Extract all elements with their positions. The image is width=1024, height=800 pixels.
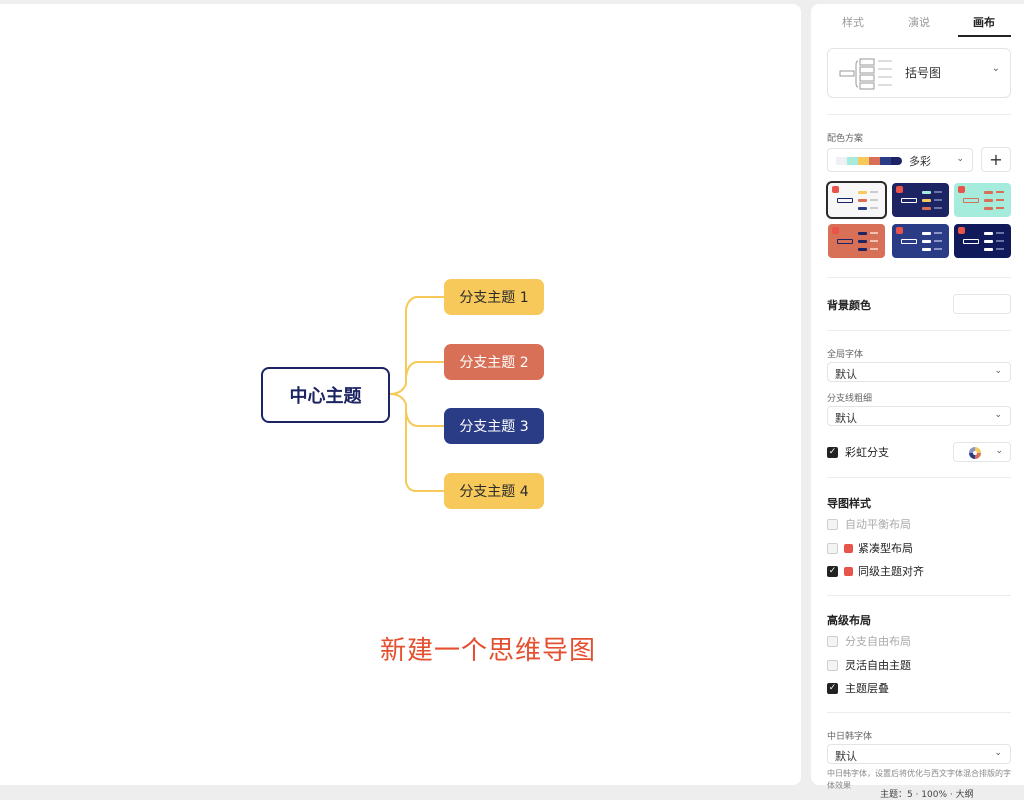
background-color-picker[interactable] — [953, 294, 1011, 314]
color-scheme-value: 多彩 — [909, 155, 931, 168]
bracket-map-icon — [839, 58, 892, 90]
chevron-down-icon: ⌄ — [994, 366, 1002, 376]
tab-style[interactable]: 样式 — [842, 16, 864, 29]
mindmap-canvas[interactable]: 中心主题 分支主题 1 分支主题 2 分支主题 3 分支主题 4 新建一个思维导… — [0, 4, 801, 785]
panel-tabs: 样式 演说 画布 — [811, 4, 1024, 40]
global-font-select[interactable]: 默认 ⌄ — [827, 362, 1011, 382]
theme-thumbnail-6[interactable] — [954, 224, 1011, 258]
flexible-free-topic-label: 灵活自由主题 — [845, 659, 911, 672]
lock-icon — [844, 566, 853, 576]
theme-thumbnail-4[interactable] — [828, 224, 885, 258]
global-font-value: 默认 — [835, 368, 857, 381]
branch-line-width-select[interactable]: 默认 ⌄ — [827, 406, 1011, 426]
checkbox-checked-icon[interactable]: ✓ — [827, 682, 838, 694]
add-scheme-button[interactable]: + — [981, 147, 1011, 172]
advanced-layout-title: 高级布局 — [827, 614, 871, 627]
divider — [827, 477, 1011, 478]
align-siblings-label: 同级主题对齐 — [858, 565, 924, 578]
align-siblings-checkbox[interactable]: ✓ 同级主题对齐 — [827, 563, 924, 579]
divider — [827, 330, 1011, 331]
rainbow-branch-checkbox[interactable]: ✓ 彩虹分支 — [827, 444, 889, 460]
rainbow-branch-select[interactable]: ⌄ — [953, 442, 1011, 462]
topic-overlap-label: 主题层叠 — [845, 682, 889, 695]
chevron-down-icon: ⌄ — [991, 63, 1000, 74]
center-topic[interactable]: 中心主题 — [261, 367, 390, 423]
divider — [827, 595, 1011, 596]
free-branch-layout-checkbox[interactable]: 分支自由布局 — [827, 633, 911, 649]
active-tab-indicator — [958, 35, 1011, 37]
compact-layout-checkbox[interactable]: 紧凑型布局 — [827, 540, 913, 556]
global-font-title: 全局字体 — [827, 350, 864, 360]
divider — [827, 277, 1011, 278]
auto-balance-label: 自动平衡布局 — [845, 518, 911, 531]
theme-thumbnail-3[interactable] — [954, 183, 1011, 217]
chevron-down-icon: ⌄ — [995, 446, 1003, 456]
divider — [827, 712, 1011, 713]
checkbox-icon[interactable] — [827, 659, 838, 671]
structure-label: 括号图 — [905, 66, 942, 80]
theme-thumbnail-2[interactable] — [892, 183, 949, 217]
canvas-caption: 新建一个思维导图 — [380, 636, 597, 666]
color-scheme-title: 配色方案 — [827, 134, 864, 144]
branch-line-width-value: 默认 — [835, 412, 857, 425]
background-color-label: 背景颜色 — [827, 299, 871, 312]
branch-topic-3[interactable]: 分支主题 3 — [444, 408, 544, 444]
branch-topic-2[interactable]: 分支主题 2 — [444, 344, 544, 380]
tab-presentation[interactable]: 演说 — [908, 16, 930, 29]
branch-line-width-title: 分支线粗细 — [827, 394, 873, 404]
chevron-down-icon: ⌄ — [994, 410, 1002, 420]
rainbow-branch-label: 彩虹分支 — [845, 446, 889, 459]
branch-topic-4[interactable]: 分支主题 4 — [444, 473, 544, 509]
theme-thumbnail-1[interactable] — [826, 181, 887, 219]
topic-overlap-checkbox[interactable]: ✓ 主题层叠 — [827, 680, 889, 696]
branch-topic-1[interactable]: 分支主题 1 — [444, 279, 544, 315]
checkbox-icon[interactable] — [827, 635, 838, 647]
cjk-font-title: 中日韩字体 — [827, 732, 873, 742]
compact-layout-label: 紧凑型布局 — [858, 542, 913, 555]
format-panel: 样式 演说 画布 括号图 ⌄ 配色方案 多彩 — [811, 4, 1024, 790]
checkbox-icon[interactable] — [827, 542, 838, 554]
cjk-font-value: 默认 — [835, 750, 857, 763]
branch-connector — [389, 296, 444, 492]
chevron-down-icon: ⌄ — [994, 748, 1002, 758]
checkbox-checked-icon[interactable]: ✓ — [827, 565, 838, 577]
cjk-font-select[interactable]: 默认 ⌄ — [827, 744, 1011, 764]
rainbow-palette-icon — [969, 447, 981, 459]
divider — [827, 114, 1011, 115]
checkbox-icon[interactable] — [827, 518, 838, 530]
free-branch-layout-label: 分支自由布局 — [845, 635, 911, 648]
cjk-font-note: 中日韩字体，设置后将优化与西文字体混合排版的字体效果 — [827, 769, 1011, 790]
color-scheme-select[interactable]: 多彩 ⌄ — [827, 148, 973, 172]
color-swatches — [836, 157, 902, 165]
lock-icon — [844, 543, 853, 553]
status-bar: 主题：5 · 100% · 大纲 — [880, 790, 974, 800]
chevron-down-icon: ⌄ — [956, 154, 964, 164]
auto-balance-checkbox[interactable]: 自动平衡布局 — [827, 516, 911, 532]
theme-thumbnail-5[interactable] — [892, 224, 949, 258]
checkbox-checked-icon[interactable]: ✓ — [827, 446, 838, 458]
map-style-title: 导图样式 — [827, 497, 871, 510]
tab-canvas[interactable]: 画布 — [973, 16, 995, 29]
flexible-free-topic-checkbox[interactable]: 灵活自由主题 — [827, 657, 911, 673]
structure-select[interactable]: 括号图 ⌄ — [827, 48, 1011, 98]
